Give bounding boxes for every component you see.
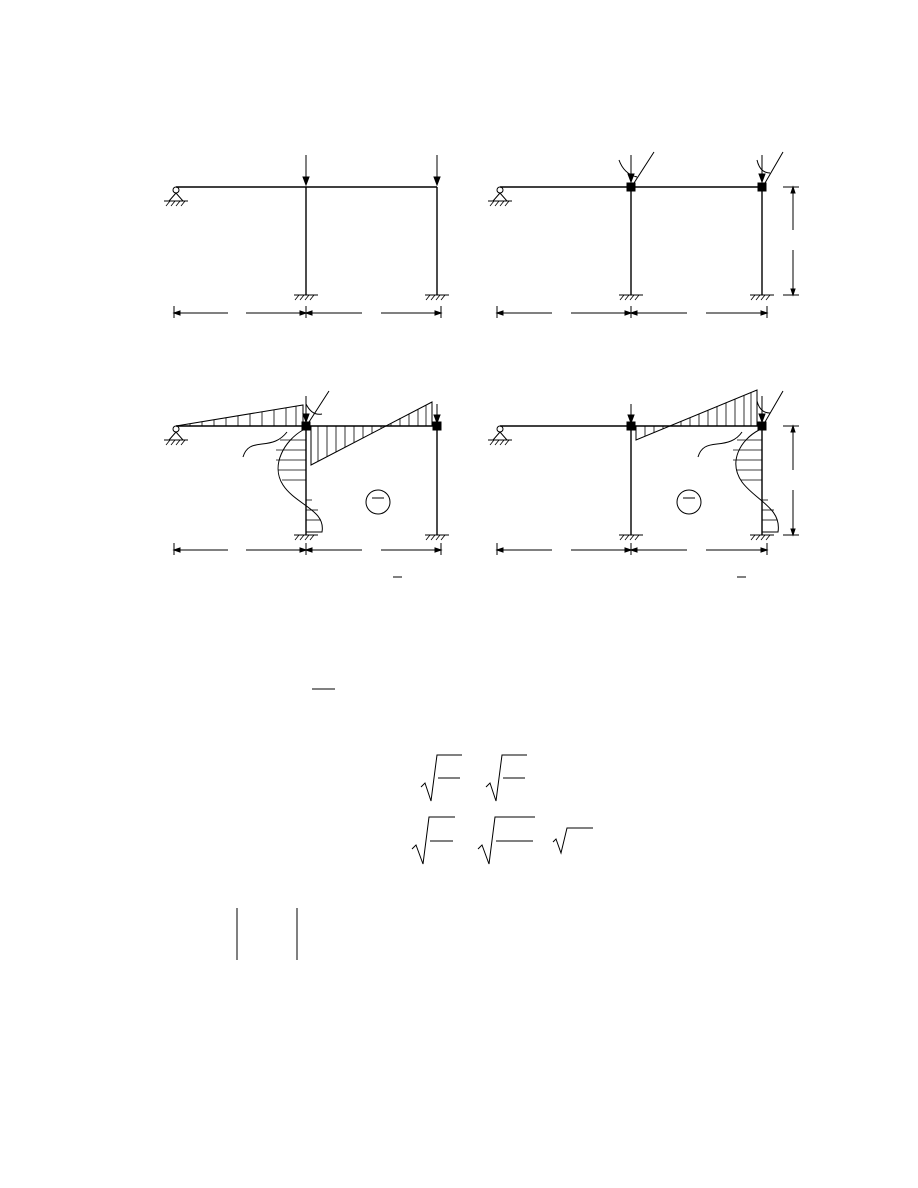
determinant-bars bbox=[236, 908, 298, 960]
pin-support-icon bbox=[488, 186, 512, 207]
pin-support-icon bbox=[488, 425, 512, 446]
clamp-icon bbox=[626, 182, 636, 192]
load-arrow-icon bbox=[627, 404, 635, 425]
pin-support-icon bbox=[164, 425, 188, 446]
load-arrow-icon bbox=[618, 151, 655, 184]
figure-frame-restrained bbox=[488, 151, 799, 318]
moment-area-right-span bbox=[310, 401, 433, 466]
sqrt-icon bbox=[420, 754, 462, 802]
equation-sqrt-row-1 bbox=[420, 754, 527, 802]
moment-area-column bbox=[276, 429, 323, 533]
leader-line bbox=[242, 431, 288, 458]
circled-label-icon bbox=[676, 489, 702, 515]
fixed-support-icon bbox=[619, 534, 643, 541]
figure-moment-diagram-left bbox=[164, 390, 449, 578]
load-arrow-icon bbox=[433, 155, 441, 187]
figure-moment-diagram-right bbox=[488, 389, 799, 578]
sqrt-icon bbox=[552, 827, 593, 855]
dimension-line bbox=[495, 306, 769, 318]
load-arrow-icon bbox=[302, 155, 310, 187]
fixed-support-icon bbox=[750, 294, 774, 301]
load-arrow-icon bbox=[433, 404, 441, 425]
dimension-line bbox=[172, 543, 443, 555]
fixed-support-icon bbox=[425, 294, 449, 301]
load-arrow-icon bbox=[756, 390, 784, 424]
fixed-support-icon bbox=[425, 534, 449, 541]
sqrt-icon bbox=[411, 816, 455, 865]
moment-area-right-span bbox=[635, 389, 758, 441]
dimension-line-vertical bbox=[783, 185, 799, 297]
sqrt-icon bbox=[477, 816, 535, 865]
circled-label-icon bbox=[365, 489, 391, 515]
fixed-support-icon bbox=[294, 294, 318, 301]
figure-frame-loaded bbox=[164, 155, 449, 318]
moment-area-column bbox=[733, 429, 779, 533]
load-arrow-icon bbox=[302, 390, 330, 424]
fixed-support-icon bbox=[294, 534, 318, 541]
leader-line bbox=[697, 431, 743, 458]
sqrt-icon bbox=[485, 754, 527, 802]
pin-support-icon bbox=[164, 186, 188, 207]
dimension-line-vertical bbox=[783, 424, 799, 537]
fixed-support-icon bbox=[750, 534, 774, 541]
dimension-line bbox=[495, 543, 769, 555]
fixed-support-icon bbox=[619, 294, 643, 301]
equation-sqrt-row-2 bbox=[411, 816, 593, 865]
dimension-line bbox=[172, 306, 443, 318]
clamp-icon bbox=[757, 182, 767, 192]
moment-area-left-span bbox=[175, 404, 304, 427]
load-arrow-icon bbox=[756, 151, 784, 184]
